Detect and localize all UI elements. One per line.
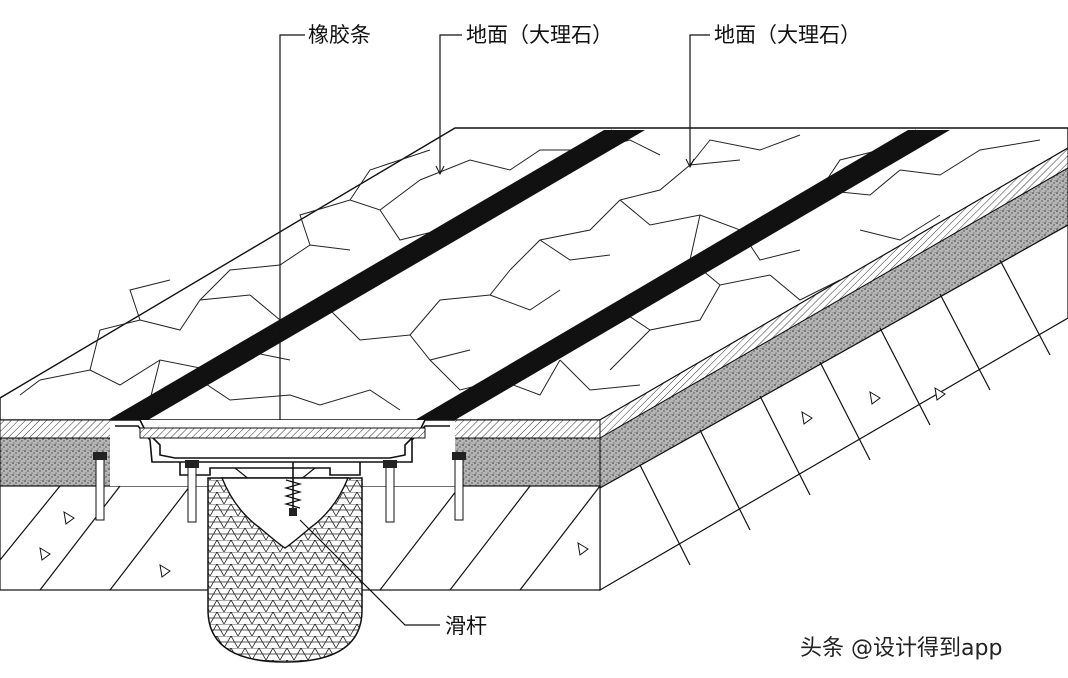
concrete-slab-lines <box>0 485 601 591</box>
anchor-bolt <box>93 452 107 521</box>
label-floor-marble-1: 地面（大理石） <box>466 23 613 47</box>
rubber-strip-right <box>415 130 950 420</box>
joint-cover-profile <box>110 419 455 481</box>
centering-block <box>220 477 350 549</box>
rubber-strip-left <box>108 130 645 420</box>
label-rubber-strip: 橡胶条 <box>308 23 371 47</box>
concrete-edge-lines <box>639 259 1051 566</box>
anchor-bolts <box>93 452 466 523</box>
watermark: 头条 @设计得到app <box>800 636 1002 661</box>
label-slide-bar: 滑杆 <box>445 614 487 638</box>
anchor-bolt <box>383 460 397 523</box>
anchor-bolt <box>185 460 199 523</box>
leader-lines <box>279 34 710 626</box>
slide-bar-spring <box>283 462 303 516</box>
label-floor-marble-2: 地面（大理石） <box>714 23 861 47</box>
marble-veins <box>19 134 1041 411</box>
anchor-bolt <box>452 452 466 521</box>
backing-rod <box>207 477 363 663</box>
